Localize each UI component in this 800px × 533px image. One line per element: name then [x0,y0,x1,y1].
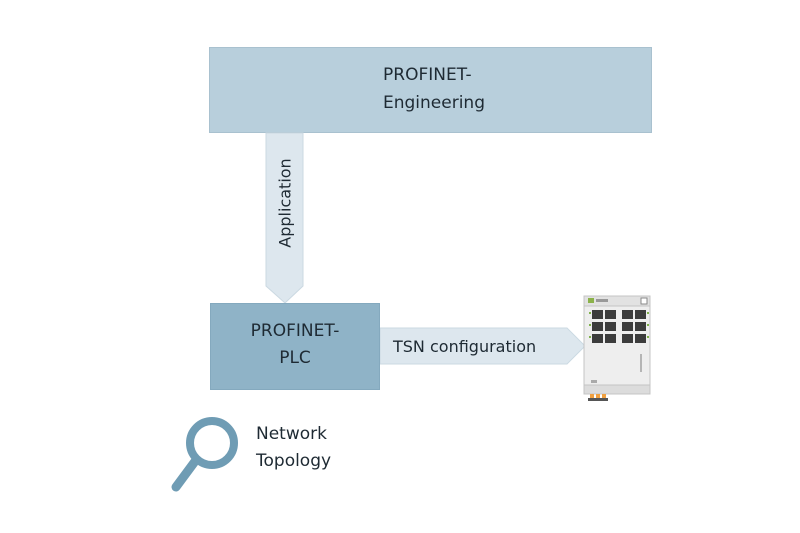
application-label: Application [275,158,295,248]
tsn-configuration-arrow [379,327,586,365]
engineering-line-2: Engineering [383,93,485,113]
application-arrow [265,132,304,304]
profinet-engineering-box [209,47,652,133]
profinet-plc-label: PROFINET- PLC [210,318,380,372]
plc-line-1: PROFINET- [250,321,340,341]
tsn-configuration-label: TSN configuration [393,337,537,356]
magnifier-icon [171,417,238,492]
topology-line-2: Topology [256,451,332,471]
network-topology-label: Network Topology [256,421,331,475]
profinet-engineering-label: PROFINET- Engineering [383,61,485,117]
profinet-plc-box [210,303,380,390]
engineering-line-1: PROFINET- [383,65,472,85]
ethernet-switch-icon [583,295,651,401]
plc-line-2: PLC [279,348,311,368]
topology-line-1: Network [256,424,327,444]
